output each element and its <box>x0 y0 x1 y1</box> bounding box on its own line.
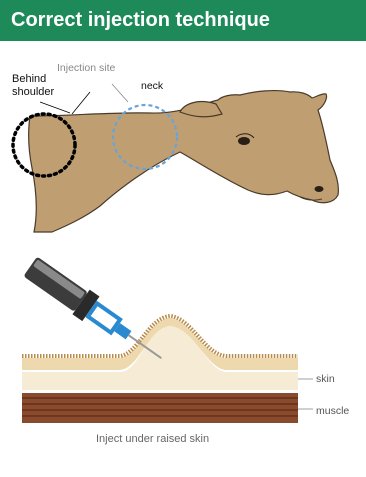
diagram-caption: Inject under raised skin <box>96 433 209 445</box>
behind-shoulder-pointer-2 <box>72 92 90 114</box>
muscle-label: muscle <box>316 405 349 417</box>
cow-eye <box>238 137 250 145</box>
behind-shoulder-pointer-1 <box>40 102 70 113</box>
cow-ear <box>180 102 222 117</box>
injection-site-pointer <box>112 84 128 102</box>
cow-nostril <box>315 186 324 192</box>
neck-label: neck <box>141 80 163 92</box>
skin-label: skin <box>316 373 335 385</box>
injection-site-label: Injection site <box>57 62 115 74</box>
